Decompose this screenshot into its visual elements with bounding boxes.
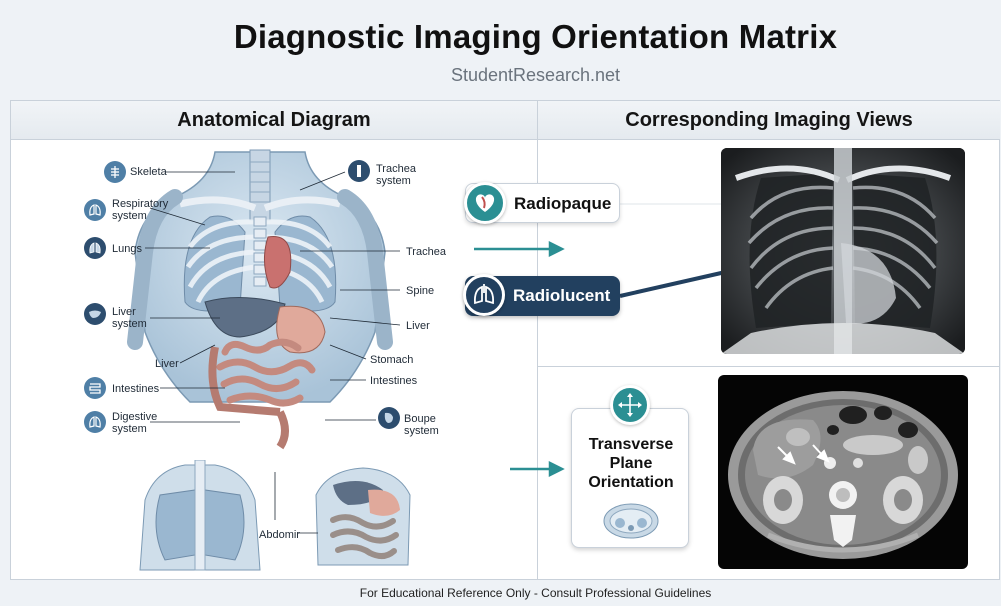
page-title: Diagnostic Imaging Orientation Matrix (233, 18, 838, 55)
label-trachea-system: Trachea system (376, 163, 416, 187)
radiolucent-label: Radiolucent (513, 286, 611, 305)
ct-scan-image (718, 375, 968, 569)
label-stomach: Stomach (370, 354, 414, 366)
label-boupe: Boupe system (404, 413, 439, 437)
label-trachea: Trachea (406, 246, 446, 258)
row-divider (538, 366, 1000, 367)
label-liver: Liver (406, 320, 430, 332)
transverse-label: Transverse Plane Orientation (588, 436, 674, 491)
liver-icon (84, 303, 106, 325)
label-abdomen: Abdomir (259, 529, 300, 541)
lungs-icon (84, 199, 106, 221)
label-intestines-left: Intestines (112, 383, 160, 395)
skeleton-icon (104, 161, 126, 183)
page-subtitle: StudentResearch.net (450, 65, 621, 85)
radiopaque-pill: Radiopaque (464, 182, 620, 224)
label-respiratory: Respiratory system (112, 198, 169, 222)
label-spine: Spine (406, 285, 435, 297)
column-divider (537, 139, 538, 579)
anatomy-illustration (127, 149, 393, 450)
lungs-icon (84, 411, 106, 433)
heart-icon (464, 182, 506, 224)
label-liver-left: Liver (155, 358, 179, 370)
transverse-card: Transverse Plane Orientation (571, 408, 689, 548)
radiopaque-label: Radiopaque (514, 194, 612, 213)
lower-thorax-illustration (139, 460, 261, 571)
label-lungs: Lungs (112, 243, 142, 255)
label-digestive: Digestive system (112, 411, 158, 435)
ct-thumbnail-icon (603, 503, 659, 539)
label-liver-system: Liver system (112, 306, 147, 330)
radiolucent-pill: Radiolucent (463, 274, 620, 316)
column-header-anatomical: Anatomical Diagram (11, 101, 538, 140)
abdomen-illustration (315, 467, 411, 566)
lungs-icon (463, 274, 505, 316)
column-header-imaging: Corresponding Imaging Views (538, 101, 1000, 140)
stomach-icon (378, 407, 400, 429)
trachea-icon (348, 160, 370, 182)
lungs-icon (84, 237, 106, 259)
label-intestines: Intestines (370, 375, 418, 387)
label-skeleta: Skeleta (130, 166, 167, 178)
footer-disclaimer: For Educational Reference Only - Consult… (359, 586, 712, 600)
chest-xray-image (721, 148, 965, 354)
move-arrows-icon (610, 385, 650, 425)
intestines-icon (84, 377, 106, 399)
